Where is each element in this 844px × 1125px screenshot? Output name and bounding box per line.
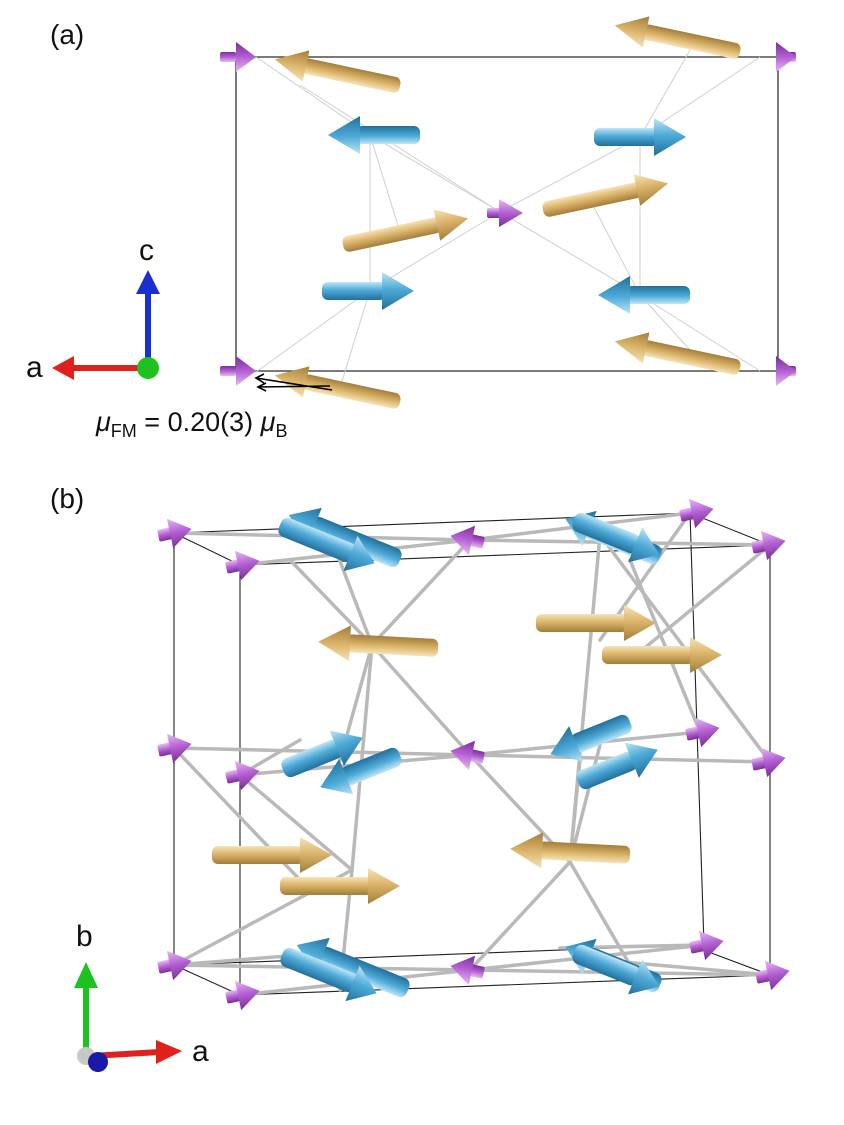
purple-spin-arrow [220, 42, 256, 72]
axis-label-a-vertical: c [139, 234, 154, 267]
purple-spin-arrow [157, 950, 192, 981]
blue-spin-arrow [576, 742, 658, 790]
blue-spin-arrow [328, 116, 420, 154]
blue-spin-arrow [322, 272, 414, 310]
purple-spin-arrow [751, 747, 786, 778]
moment-annotation: μFM = 0.20(3) μB [95, 407, 287, 441]
purple-spin-arrow [751, 530, 786, 561]
blue-spin-arrow [281, 730, 363, 778]
gold-spins-a [274, 16, 741, 409]
purple-spin-arrow [776, 356, 796, 386]
purple-spins-b [157, 498, 790, 1011]
panel-a: (a) [26, 16, 796, 441]
purple-spin-arrow [225, 760, 260, 791]
blue-spins-a [322, 116, 690, 314]
axis-label-a-horizontal: a [26, 351, 43, 384]
fm-component-arrows [254, 373, 333, 392]
gold-spin-arrow [542, 174, 669, 217]
purple-spin-arrow [157, 518, 192, 549]
gold-spin-arrow [602, 637, 722, 673]
purple-spin-arrow [450, 740, 485, 771]
axis-triad-a: a c [26, 234, 160, 384]
blue-spin-arrow [278, 517, 375, 572]
gold-spin-arrow [274, 50, 401, 93]
gold-spin-arrow [614, 16, 741, 59]
purple-spin-arrow [157, 733, 192, 764]
gold-spin-arrow [318, 625, 439, 662]
axis-label-b-vertical: b [76, 920, 93, 953]
panel-b-label: (b) [50, 483, 84, 514]
blue-spin-arrow [280, 947, 377, 1002]
blue-spin-arrow [296, 937, 410, 998]
gold-spin-arrow [274, 366, 401, 409]
purple-spin-arrow [755, 960, 790, 991]
gold-spin-arrow [342, 209, 469, 252]
gold-spin-arrow [280, 868, 400, 904]
unit-cell-a [235, 56, 779, 372]
purple-spin-arrow [689, 930, 724, 961]
purple-spin-arrow [220, 356, 256, 386]
purple-spin-arrow [776, 42, 796, 72]
blue-spin-arrow [320, 747, 402, 795]
panel-b: (b) [50, 483, 790, 1072]
gold-spin-arrow [536, 605, 656, 641]
blue-spin-arrow [594, 118, 686, 156]
purple-spin-arrow [450, 955, 485, 986]
blue-spins-b [278, 507, 662, 1002]
purple-spin-arrow [225, 980, 260, 1011]
purple-spin-arrow [679, 498, 714, 529]
gold-spin-arrow [614, 332, 741, 375]
blue-spin-arrow [572, 944, 660, 995]
purple-spins-a [220, 42, 796, 386]
axis-label-b-horizontal: a [192, 1035, 209, 1068]
axis-triad-b: a b [74, 920, 209, 1072]
purple-spin-arrow [450, 525, 485, 556]
panel-a-label: (a) [50, 19, 84, 50]
gold-spin-arrow [212, 837, 332, 873]
purple-spin-arrow [487, 199, 523, 227]
blue-spin-arrow [598, 276, 690, 314]
blue-spin-arrow [572, 512, 660, 563]
blue-spin-arrow [550, 714, 632, 762]
purple-spin-arrow [225, 550, 260, 581]
purple-spin-arrow [685, 717, 720, 748]
gold-spins-b [212, 605, 722, 904]
gold-spin-arrow [510, 832, 631, 869]
